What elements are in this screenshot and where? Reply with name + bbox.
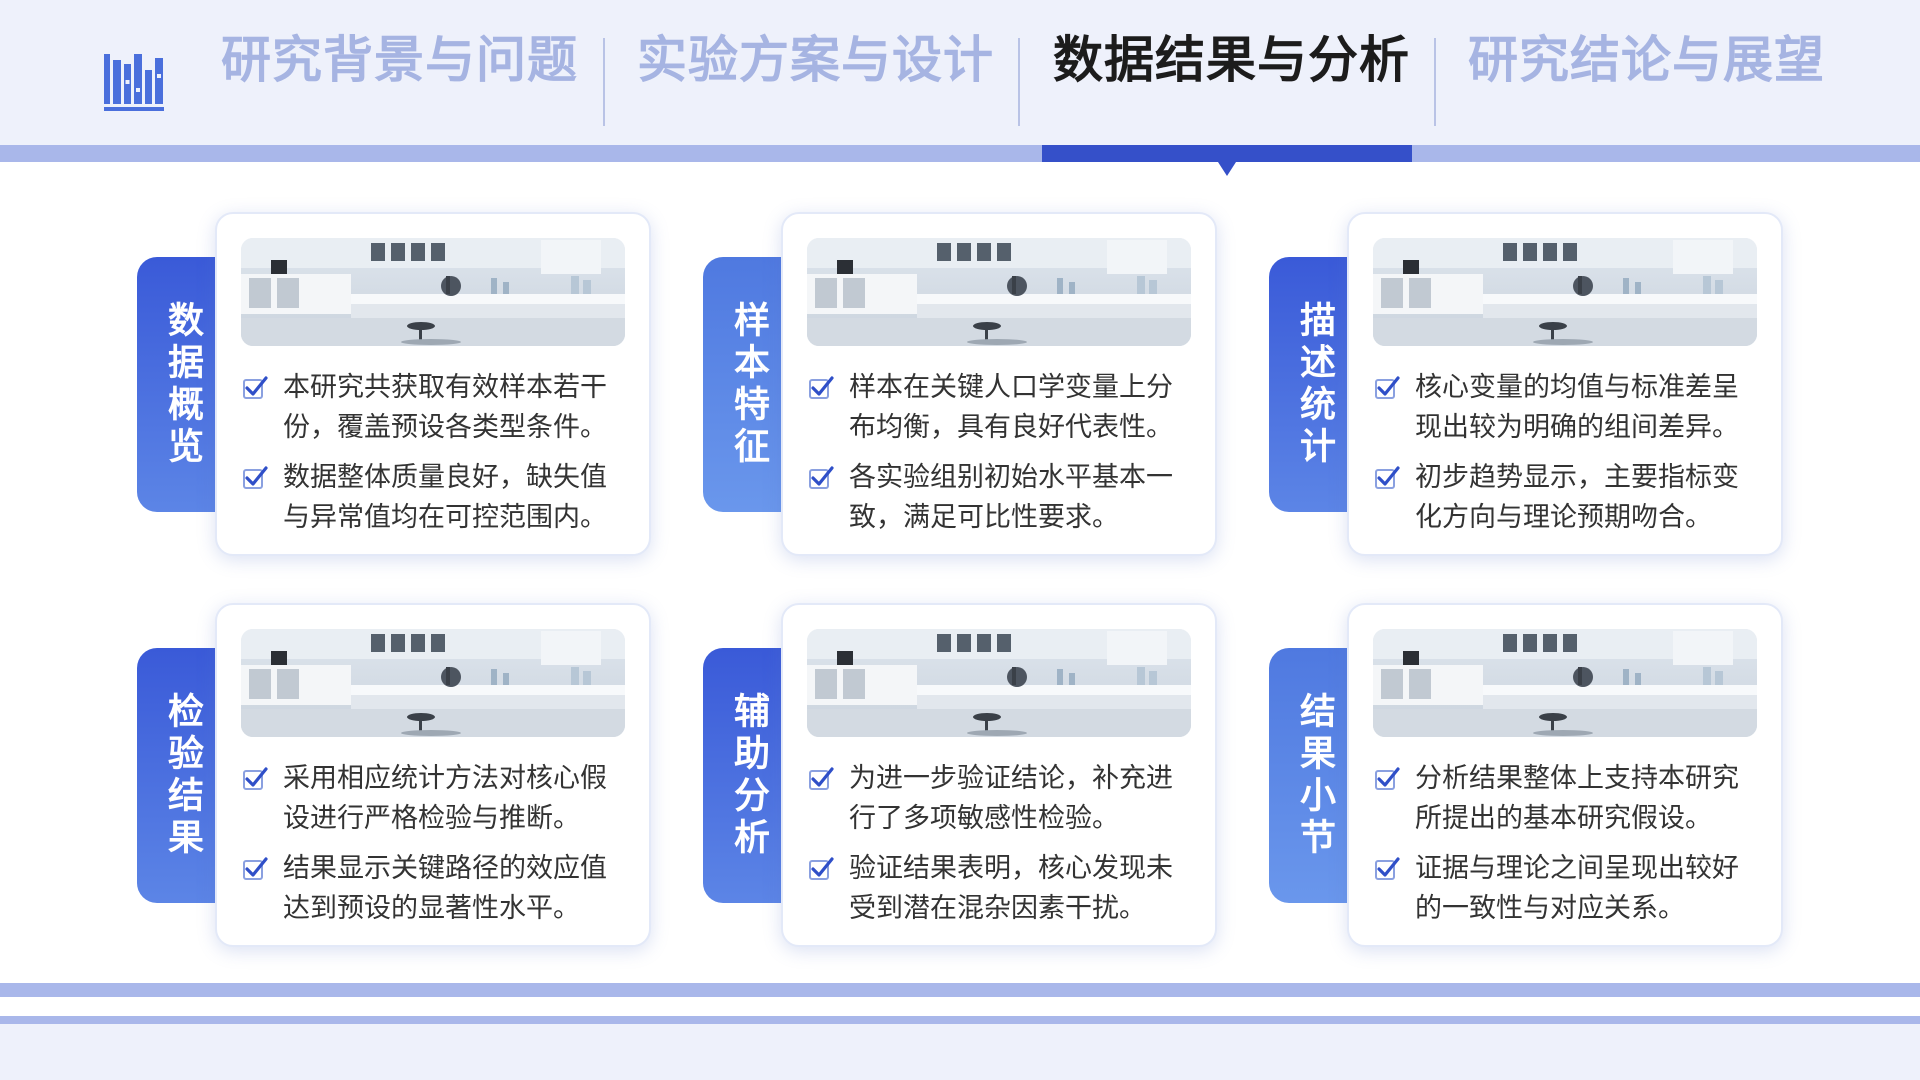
bullet-item: 样本在关键人口学变量上分布均衡，具有良好代表性。 bbox=[807, 368, 1197, 448]
lab-photo bbox=[807, 629, 1191, 737]
tab-divider bbox=[1434, 38, 1436, 126]
card-auxiliary-analysis: 辅助分析 bbox=[703, 603, 1223, 948]
card-tag-label: 辅助分析 bbox=[728, 691, 769, 860]
lab-photo bbox=[1373, 629, 1757, 737]
bar-chart-icon bbox=[104, 54, 164, 111]
bullet-text: 分析结果整体上支持本研究所提出的基本研究假设。 bbox=[1415, 763, 1739, 834]
card-tag: 辅助分析 bbox=[703, 648, 793, 903]
active-tab-indicator bbox=[1042, 145, 1412, 162]
card-descriptive-stats: 描述统计 bbox=[1269, 212, 1789, 557]
card-tag-label: 结果小节 bbox=[1294, 691, 1335, 860]
bullet-item: 数据整体质量良好，缺失值与异常值均在可控范围内。 bbox=[241, 458, 631, 538]
active-tab-caret-icon bbox=[1218, 162, 1236, 176]
bullet-text: 本研究共获取有效样本若干份，覆盖预设各类型条件。 bbox=[283, 372, 607, 443]
bullet-text: 结果显示关键路径的效应值达到预设的显著性水平。 bbox=[283, 853, 607, 924]
bullet-item: 证据与理论之间呈现出较好的一致性与对应关系。 bbox=[1373, 849, 1763, 929]
card-body: 本研究共获取有效样本若干份，覆盖预设各类型条件。 数据整体质量良好，缺失值与异常… bbox=[215, 212, 651, 556]
tab-experiment-design[interactable]: 实验方案与设计 bbox=[637, 31, 994, 89]
bullet-text: 验证结果表明，核心发现未受到潜在混杂因素干扰。 bbox=[849, 853, 1173, 924]
card-tag-label: 描述统计 bbox=[1294, 300, 1335, 469]
card-data-overview: 数据概览 bbox=[137, 212, 657, 557]
checkbox-icon bbox=[241, 464, 269, 492]
checkbox-icon bbox=[807, 855, 835, 883]
card-tag: 描述统计 bbox=[1269, 257, 1359, 512]
checkbox-icon bbox=[1373, 765, 1401, 793]
bullet-text: 数据整体质量良好，缺失值与异常值均在可控范围内。 bbox=[283, 462, 607, 533]
card-body: 为进一步验证结论，补充进行了多项敏感性检验。 验证结果表明，核心发现未受到潜在混… bbox=[781, 603, 1217, 947]
tab-divider bbox=[1018, 38, 1020, 126]
lab-photo bbox=[241, 238, 625, 346]
bullet-text: 采用相应统计方法对核心假设进行严格检验与推断。 bbox=[283, 763, 607, 834]
bullet-item: 为进一步验证结论，补充进行了多项敏感性检验。 bbox=[807, 759, 1197, 839]
bullet-text: 各实验组别初始水平基本一致，满足可比性要求。 bbox=[849, 462, 1173, 533]
card-results-summary: 结果小节 bbox=[1269, 603, 1789, 948]
tab-data-analysis[interactable]: 数据结果与分析 bbox=[1053, 31, 1410, 89]
header-band bbox=[0, 145, 1920, 162]
bullet-item: 核心变量的均值与标准差呈现出较为明确的组间差异。 bbox=[1373, 368, 1763, 448]
bullet-item: 各实验组别初始水平基本一致，满足可比性要求。 bbox=[807, 458, 1197, 538]
card-tag: 样本特征 bbox=[703, 257, 793, 512]
bullet-text: 样本在关键人口学变量上分布均衡，具有良好代表性。 bbox=[849, 372, 1173, 443]
checkbox-icon bbox=[241, 765, 269, 793]
bullet-item: 本研究共获取有效样本若干份，覆盖预设各类型条件。 bbox=[241, 368, 631, 448]
card-tag-label: 数据概览 bbox=[162, 300, 203, 469]
card-body: 分析结果整体上支持本研究所提出的基本研究假设。 证据与理论之间呈现出较好的一致性… bbox=[1347, 603, 1783, 947]
card-tag: 结果小节 bbox=[1269, 648, 1359, 903]
bullet-item: 初步趋势显示，主要指标变化方向与理论预期吻合。 bbox=[1373, 458, 1763, 538]
card-body: 核心变量的均值与标准差呈现出较为明确的组间差异。 初步趋势显示，主要指标变化方向… bbox=[1347, 212, 1783, 556]
checkbox-icon bbox=[241, 855, 269, 883]
bullet-item: 验证结果表明，核心发现未受到潜在混杂因素干扰。 bbox=[807, 849, 1197, 929]
checkbox-icon bbox=[807, 765, 835, 793]
bullet-item: 结果显示关键路径的效应值达到预设的显著性水平。 bbox=[241, 849, 631, 929]
card-tag: 数据概览 bbox=[137, 257, 227, 512]
bullet-text: 证据与理论之间呈现出较好的一致性与对应关系。 bbox=[1415, 853, 1739, 924]
tab-conclusion-outlook[interactable]: 研究结论与展望 bbox=[1468, 31, 1825, 89]
footer-band bbox=[0, 983, 1920, 997]
checkbox-icon bbox=[807, 374, 835, 402]
card-body: 样本在关键人口学变量上分布均衡，具有良好代表性。 各实验组别初始水平基本一致，满… bbox=[781, 212, 1217, 556]
footer-background bbox=[0, 1024, 1920, 1080]
checkbox-icon bbox=[241, 374, 269, 402]
checkbox-icon bbox=[807, 464, 835, 492]
lab-photo bbox=[241, 629, 625, 737]
bullet-item: 采用相应统计方法对核心假设进行严格检验与推断。 bbox=[241, 759, 631, 839]
footer-stripe bbox=[0, 1016, 1920, 1024]
card-body: 采用相应统计方法对核心假设进行严格检验与推断。 结果显示关键路径的效应值达到预设… bbox=[215, 603, 651, 947]
checkbox-icon bbox=[1373, 855, 1401, 883]
checkbox-icon bbox=[1373, 464, 1401, 492]
bullet-text: 初步趋势显示，主要指标变化方向与理论预期吻合。 bbox=[1415, 462, 1739, 533]
bullet-text: 核心变量的均值与标准差呈现出较为明确的组间差异。 bbox=[1415, 372, 1739, 443]
tab-research-background[interactable]: 研究背景与问题 bbox=[221, 31, 578, 89]
card-tag: 检验结果 bbox=[137, 648, 227, 903]
bullet-item: 分析结果整体上支持本研究所提出的基本研究假设。 bbox=[1373, 759, 1763, 839]
card-test-results: 检验结果 bbox=[137, 603, 657, 948]
checkbox-icon bbox=[1373, 374, 1401, 402]
card-tag-label: 检验结果 bbox=[162, 691, 203, 860]
lab-photo bbox=[807, 238, 1191, 346]
card-tag-label: 样本特征 bbox=[728, 300, 769, 469]
lab-photo bbox=[1373, 238, 1757, 346]
header: 研究背景与问题 实验方案与设计 数据结果与分析 研究结论与展望 bbox=[0, 0, 1920, 145]
tab-divider bbox=[603, 38, 605, 126]
bullet-text: 为进一步验证结论，补充进行了多项敏感性检验。 bbox=[849, 763, 1173, 834]
card-sample-features: 样本特征 bbox=[703, 212, 1223, 557]
